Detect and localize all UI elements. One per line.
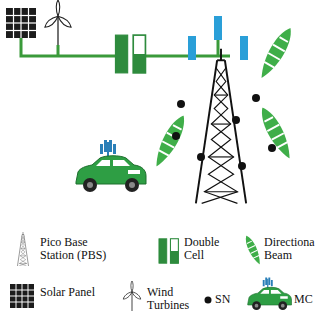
legend-dot-icon bbox=[205, 297, 212, 304]
antenna bbox=[240, 36, 248, 60]
legend-label: MC bbox=[294, 293, 322, 306]
legend-solar-icon bbox=[10, 284, 34, 308]
legend-label: Double Cell bbox=[184, 236, 230, 262]
legend-label: Directiona Beam bbox=[264, 236, 322, 262]
directional-beam bbox=[256, 104, 296, 162]
legend-cell-icon bbox=[159, 239, 179, 264]
wind-turbine bbox=[43, 0, 72, 45]
pico-base-station bbox=[196, 49, 246, 204]
legend-beam-icon bbox=[243, 234, 264, 266]
double-cell bbox=[115, 35, 145, 73]
legend-label: Pico Base Station (PBS) bbox=[40, 236, 124, 262]
antenna bbox=[214, 16, 222, 40]
legend-label: SN bbox=[215, 293, 245, 306]
legend-label: Wind Turbines bbox=[147, 286, 197, 312]
solar-panel bbox=[6, 8, 36, 38]
sensor-nodes bbox=[172, 94, 276, 170]
legend-car-icon bbox=[248, 278, 292, 311]
directional-beam bbox=[150, 112, 190, 170]
legend-tower-icon bbox=[17, 232, 28, 266]
mobile-charger bbox=[76, 140, 146, 192]
legend-turbine-icon bbox=[122, 281, 142, 311]
directional-beam bbox=[255, 24, 297, 81]
antenna bbox=[188, 36, 196, 60]
legend-label: Solar Panel bbox=[40, 286, 100, 299]
